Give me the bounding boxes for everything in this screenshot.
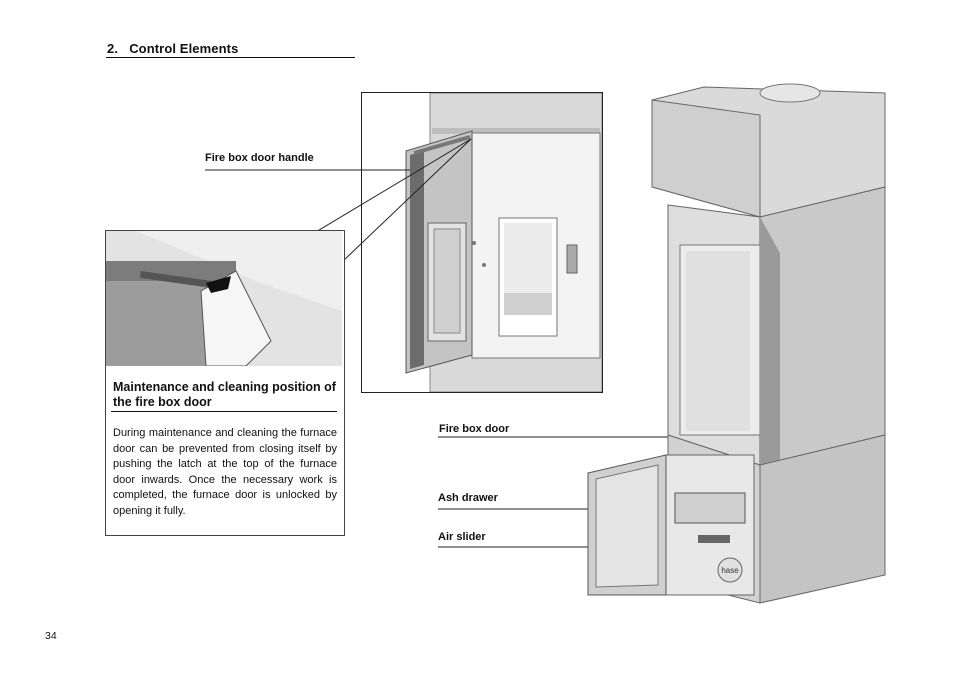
section-title-text: Control Elements [129, 41, 239, 56]
label-air-slider: Air slider [438, 531, 486, 543]
callout-heading-rule [111, 411, 337, 412]
section-title-underline [106, 57, 355, 58]
latch-inset-photo [106, 231, 342, 366]
label-ash-drawer: Ash drawer [438, 492, 498, 504]
door-detail-illustration [361, 92, 603, 393]
label-fire-box-door: Fire box door [439, 423, 510, 435]
section-title: 2. Control Elements [107, 41, 238, 56]
callout-body: During maintenance and cleaning the furn… [113, 427, 337, 517]
label-fire-box-door-handle: Fire box door handle [205, 152, 314, 164]
section-number: 2. [107, 41, 119, 56]
stove-illustration: hase [587, 83, 886, 604]
callout-heading: Maintenance and cleaning position of the… [113, 380, 336, 409]
page-number: 34 [45, 630, 57, 642]
stove-logo: hase [721, 566, 739, 575]
